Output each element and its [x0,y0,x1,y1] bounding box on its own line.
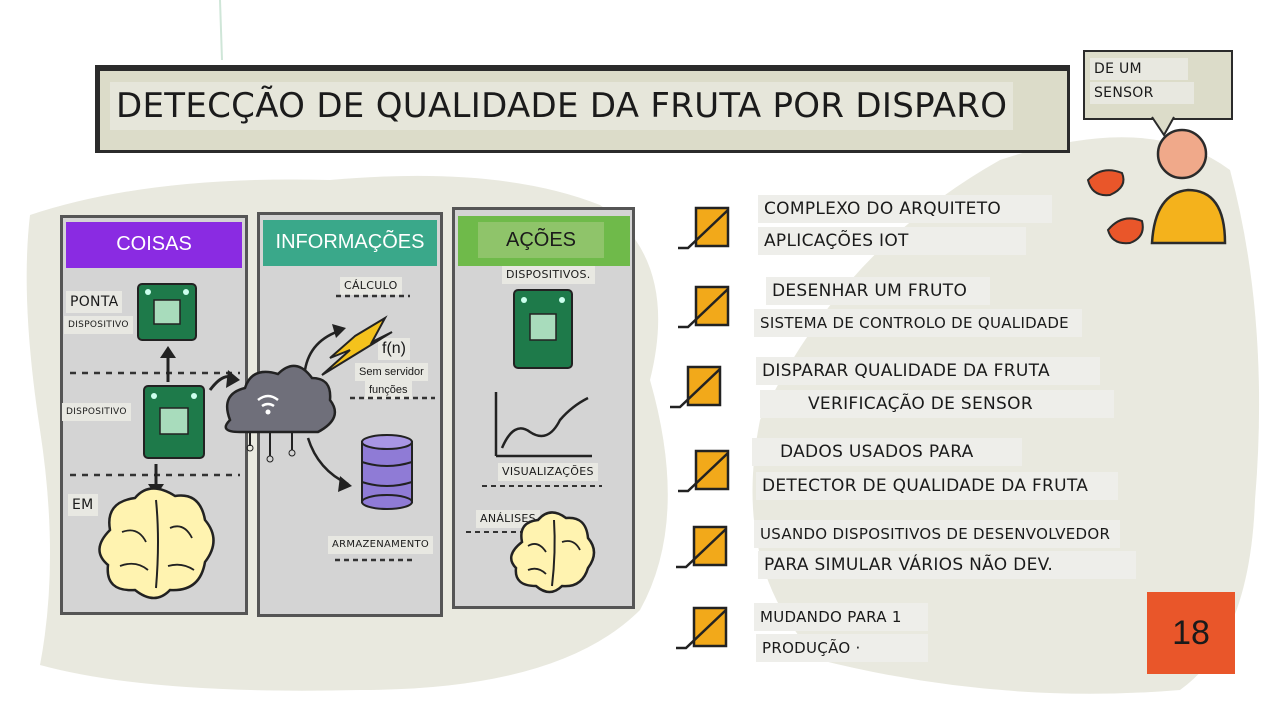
checklist-item-3-line-1: DISPARAR QUALIDADE DA FRUTA [756,357,1100,385]
database-icon [361,434,413,510]
information-diagram [208,294,435,562]
edge-label: PONTA [66,291,123,313]
checklist-item-2-line-2: SISTEMA DE CONTROLO DE QUALIDADE [754,309,1082,337]
checkbox-icon-5 [676,525,728,569]
storage-label: ARMAZENAMENTO [328,536,434,554]
speech-bubble-tail [1151,116,1175,137]
edge-device-label: DISPOSITIVO [64,316,133,334]
cloud-icon [224,364,337,463]
page-number: 18 [1172,614,1210,652]
checkbox-icon-4 [678,449,730,493]
serverless-line-1: Sem servidor [355,363,428,381]
checklist-item-6-line-2: PRODUÇÃO · [756,634,928,662]
checklist-item-1-line-2: APLICAÇÕES IOT [758,227,1026,255]
serverless-line-2: funções [365,381,412,399]
ml-label: EM [68,494,98,516]
analytics-label: ANÁLISES [476,510,540,528]
device-chip-icon [143,385,205,459]
page-title: DETECÇÃO DE QUALIDADE DA FRUTA POR DISPA… [110,82,1014,130]
presenter-person-icon [1086,128,1227,245]
checklist-item-2-line-1: DESENHAR UM FRUTO [766,277,990,305]
brain-icon [98,487,215,600]
checkbox-icon-1 [678,206,730,250]
visualizations-label: VISUALIZAÇÕES [498,463,598,481]
bubble-line-2: SENSOR [1090,82,1194,104]
actions-column-title: AÇÕES [478,222,604,258]
bubble-line-1: DE UM [1090,58,1188,80]
checkbox-icon-3 [670,365,722,409]
checklist-item-4-line-2: DETECTOR DE QUALIDADE DA FRUTA [756,472,1118,500]
checklist-item-4-line-1: DADOS USADOS PARA [752,438,1022,466]
stray-line [219,0,223,61]
analytics-brain-icon [509,511,596,594]
devices-label: DISPOSITIVOS. [502,266,595,284]
checklist-item-5-line-2: PARA SIMULAR VÁRIOS NÃO DEV. [758,551,1136,579]
lightning-icon [321,315,393,376]
page-number-badge: 18 [1147,592,1235,674]
things-column-header: COISAS [66,222,242,268]
device-label: DISPOSITIVO [62,403,131,421]
edge-device-chip-icon [137,283,197,341]
checklist-item-5-line-1: USANDO DISPOSITIVOS DE DESENVOLVEDOR [754,520,1120,548]
actions-device-chip-icon [513,289,573,369]
actions-diagram [466,289,602,594]
checkbox-icon-6 [676,606,728,650]
compute-label: CÁLCULO [340,277,402,295]
information-column-header: INFORMAÇÕES [263,220,437,266]
checklist-item-1-line-1: COMPLEXO DO ARQUITETO [758,195,1052,223]
checklist-item-6-line-1: MUDANDO PARA 1 [754,603,928,631]
line-chart-icon [494,392,592,458]
checkbox-icon-2 [678,285,730,329]
function-label: f(n) [378,338,410,360]
checklist-item-3-line-2: VERIFICAÇÃO DE SENSOR [760,390,1114,418]
things-diagram [70,283,240,600]
